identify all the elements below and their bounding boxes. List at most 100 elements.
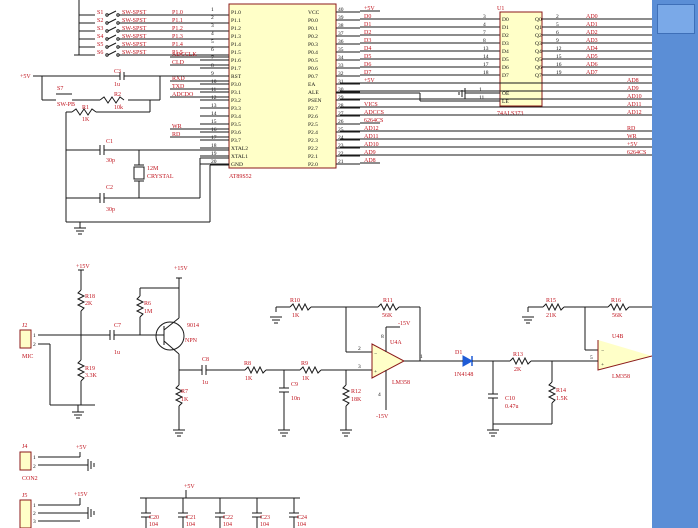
latch-out-net-4: AD4 [586,46,598,52]
mcu-pin-34: 34 [338,55,344,61]
mcu-pin-name-24: P2.3 [308,138,318,144]
switch-s4: S4 [97,34,103,40]
reset-s7: S7 [57,86,63,92]
decoup-cap-0: C20 [149,515,159,521]
latch-in-2: 7 [483,30,486,36]
mcu-net-right-6: D5 [364,54,371,60]
decoup-cap-2: C22 [223,515,233,521]
reset-r2v: 10k [114,105,123,111]
mcu-pin-23: 23 [338,143,344,149]
mcu-pin-name-36: P0.3 [308,42,318,48]
reset-vcc: +5V [20,74,31,80]
mcu-pin-12: 12 [211,95,217,101]
mcu-net-right-13: AD12 [364,126,379,132]
reset-c3: C3 [114,69,121,75]
decoup-val-1: 104 [186,522,195,528]
mcu-pin-36: 36 [338,39,344,45]
mcu-pin-3: 3 [211,23,214,29]
latch-out-2: 6 [556,30,559,36]
amp-c8: C8 [202,357,209,363]
mcu-pin-14: 14 [211,111,217,117]
amp-r14v: 1.5K [556,396,569,402]
mcu-pin-37: 37 [338,31,344,37]
latch-d-3: D3 [502,41,509,47]
mcu-pin-name-12: P3.2 [231,98,241,104]
j2-mic: MIC [22,354,33,360]
mcu-net-left-3: TXD [172,84,185,90]
u4a-ref: U4A [390,340,402,346]
switch-part-4: SW-SPST [122,42,147,48]
mcu-pin-18: 18 [211,143,217,149]
latch-d-7: D7 [502,73,509,79]
mcu-pin-name-2: P1.1 [231,18,241,24]
mcu-pin-name-35: P0.4 [308,50,318,56]
switch-net-4: P1.4 [172,42,183,48]
svg-text:+: + [374,369,377,375]
u4b-part: LM358 [612,374,630,380]
latch-q-3: Q3 [535,41,542,47]
mcu-net-right-3: D2 [364,30,371,36]
mcu-pin-name-5: P1.4 [231,42,241,48]
mcu-pin-name-33: P0.6 [308,66,318,72]
latch-in-5: 14 [483,54,489,60]
mcu-pin-30: 30 [338,87,344,93]
amp-c10v: 0.47u [505,404,519,410]
mcu-pin-17: 17 [211,135,217,141]
mcu-net-left-5: CLD [172,60,185,66]
mcu-net-right-5: D4 [364,46,371,52]
amp-r9v: 1K [302,376,310,382]
mcu-pin-name-26: P2.5 [308,122,318,128]
vertical-scrollbar[interactable] [652,0,698,528]
j5-pin3: 3 [33,519,36,525]
mcu-name: AT89S52 [229,174,252,180]
mcu-pin-4: 4 [211,31,214,37]
latch-oe: OE [502,91,510,97]
mcu-pin-26: 26 [338,119,344,125]
mcu-pin-name-6: P1.5 [231,50,241,56]
mcu-net-right-7: D6 [364,62,371,68]
mcu-pin-21: 21 [338,159,344,165]
mcu-pin-name-13: P3.3 [231,106,241,112]
mcu-pin-9: 9 [211,71,214,77]
mcu-pin-name-30: ALE [308,90,319,96]
u4a-pin2: 2 [358,346,361,352]
mcu-pin-name-22: P2.1 [308,154,318,160]
switch-net-1: P1.1 [172,18,183,24]
amp-c10: C10 [505,396,515,402]
mcu-pin-name-28: P2.7 [308,106,318,112]
mcu-pin-40: 40 [338,7,344,13]
scrollbar-thumb[interactable] [657,4,695,34]
amp-q1t: NPN [185,338,198,344]
latch-d-6: D6 [502,65,509,71]
amp-r13v: 2K [514,367,522,373]
bus-label-2: AD10 [627,94,642,100]
mcu-net-right-15: AD10 [364,142,379,148]
decoup-val-2: 104 [223,522,232,528]
mcu-net-right-12: 6264CS [364,118,383,124]
latch-q-6: Q6 [535,65,542,71]
mcu-net-right-14: AD11 [364,134,378,140]
amp-r7v: 1K [181,397,189,403]
latch-d-2: D2 [502,33,509,39]
amp-d1: D1 [455,350,462,356]
j5-pin1: 1 [33,503,36,509]
switch-part-1: SW-SPST [122,18,147,24]
mcu-pin-name-19: XTAL1 [231,154,248,160]
bus-label-3: AD11 [627,102,641,108]
latch-out-net-1: AD1 [586,22,598,28]
latch-out-net-7: AD7 [586,70,598,76]
amp-r8: R8 [244,361,251,367]
amp-r7: R7 [181,389,188,395]
j4-name: CON2 [22,476,38,482]
mcu-pin-name-17: P3.7 [231,138,241,144]
decoup-val-0: 104 [149,522,158,528]
amp-r12: R12 [351,389,361,395]
xtal-c2v: 30p [106,207,115,213]
latch-q-1: Q1 [535,25,542,31]
latch-out-net-5: AD5 [586,54,598,60]
mcu-net-left-0: ADCCLK [172,52,197,58]
latch-d-5: D5 [502,57,509,63]
switch-s1: S1 [97,10,103,16]
